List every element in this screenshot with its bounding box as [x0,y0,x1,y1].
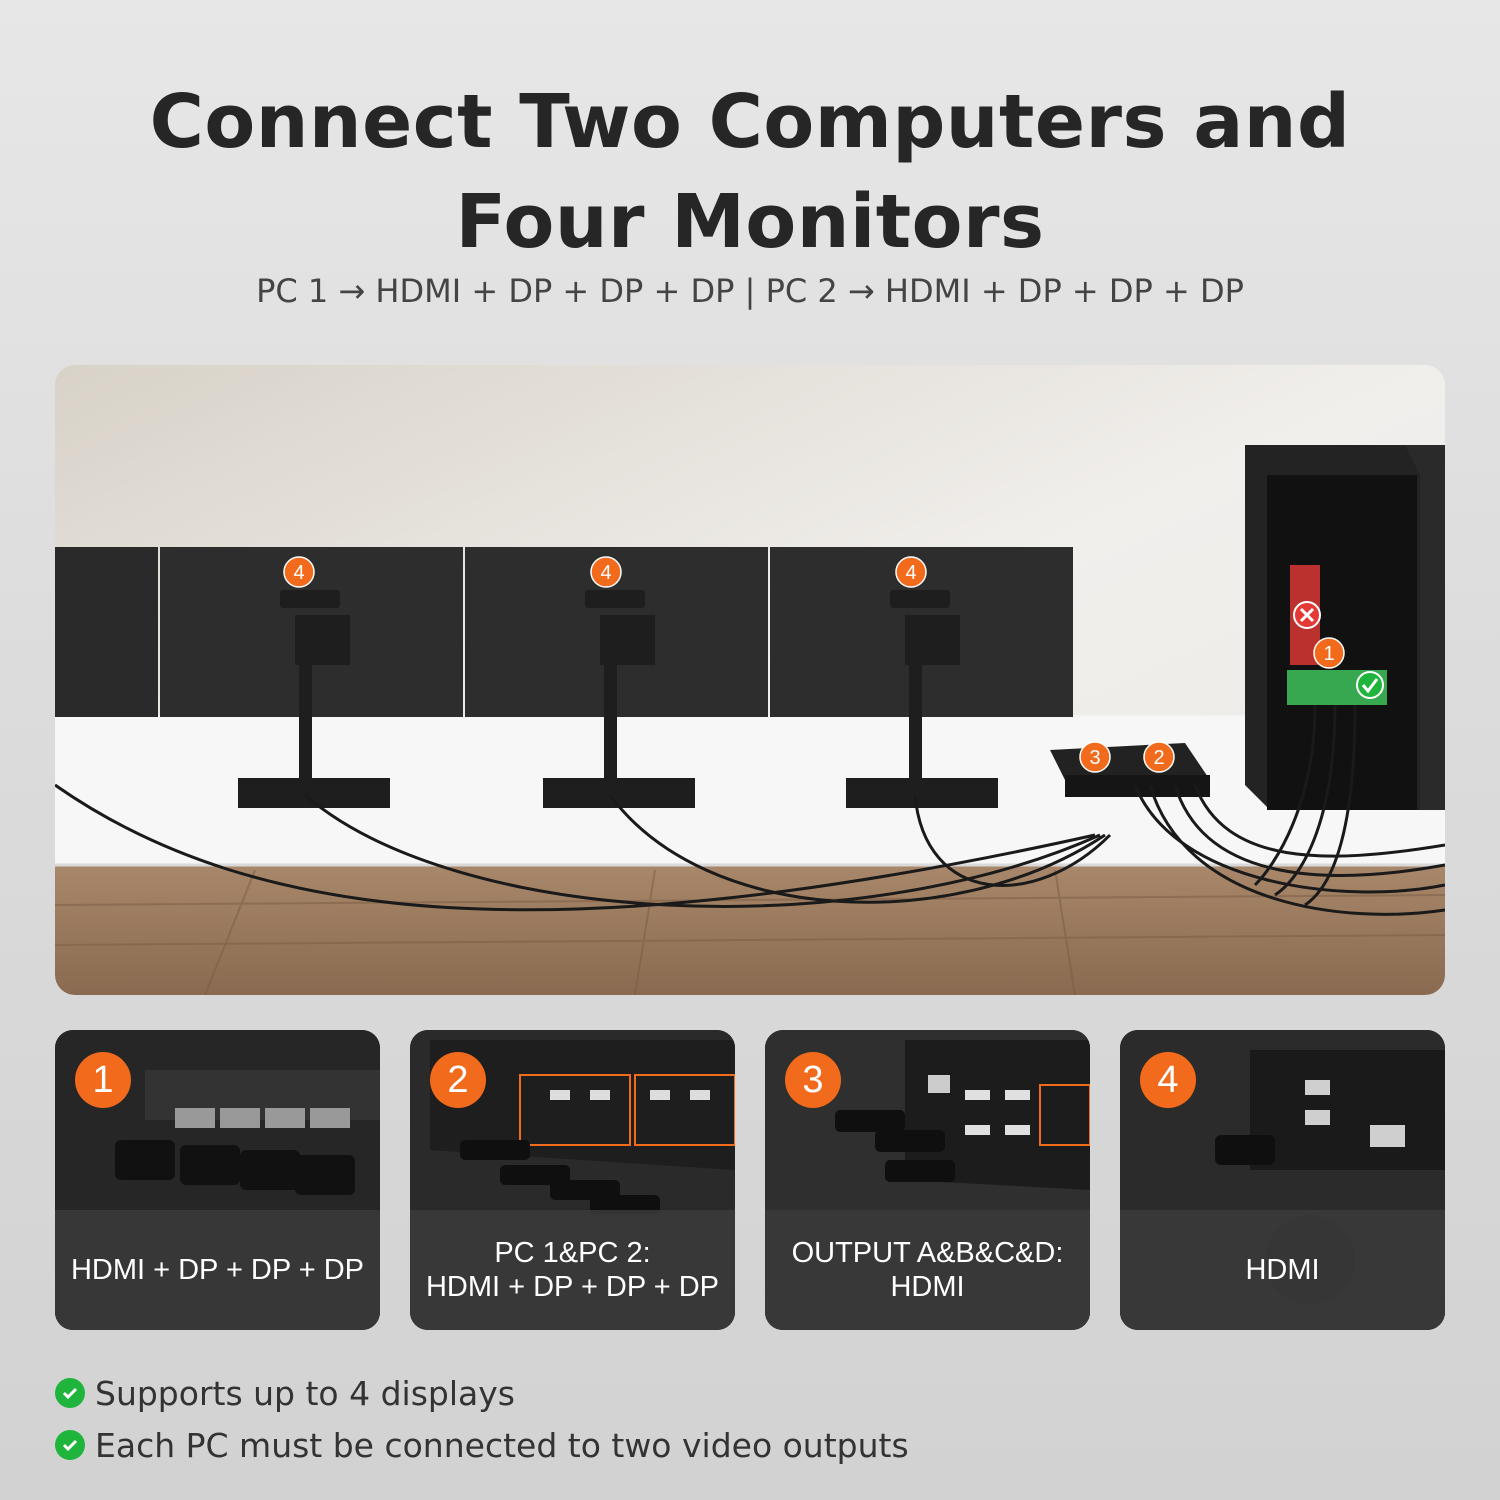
feature-item: Supports up to 4 displays [55,1368,909,1418]
title-line-2: Four Monitors [455,179,1045,265]
detail-card-3: 3 OUTPUT A&B&C&D: HDMI [765,1030,1090,1330]
card-3-caption: OUTPUT A&B&C&D: HDMI [765,1210,1090,1330]
hero-marker-1: 4 [293,562,304,584]
check-icon [55,1378,85,1408]
page-title: Connect Two Computers and Four Monitors [0,72,1500,272]
card-3-number: 3 [785,1052,841,1108]
page-subtitle: PC 1 → HDMI + DP + DP + DP | PC 2 → HDMI… [256,272,1244,310]
setup-photo: 4 4 4 3 2 1 [55,365,1445,995]
hero-marker-2: 4 [600,562,611,584]
check-icon [1356,671,1384,699]
hero-marker-4: 3 [1089,747,1100,769]
hero-marker-6: 1 [1323,643,1334,665]
monitor-array [55,547,1073,808]
feature-text: Each PC must be connected to two video o… [95,1425,909,1465]
feature-list: Supports up to 4 displays Each PC must b… [55,1368,909,1472]
card-2-number: 2 [430,1052,486,1108]
hero-marker-5: 2 [1153,747,1164,769]
title-line-1: Connect Two Computers and [149,79,1351,165]
pc-tower [1245,445,1445,810]
card-4-number: 4 [1140,1052,1196,1108]
detail-card-1: 1 HDMI + DP + DP + DP [55,1030,380,1330]
feature-item: Each PC must be connected to two video o… [55,1420,909,1470]
card-1-caption: HDMI + DP + DP + DP [55,1210,380,1330]
card-4-caption: HDMI [1120,1210,1445,1330]
detail-card-4: 4 HDMI [1120,1030,1445,1330]
card-2-caption: PC 1&PC 2: HDMI + DP + DP + DP [410,1210,735,1330]
check-icon [55,1430,85,1460]
hero-marker-3: 4 [905,562,916,584]
kvm-switch [1050,743,1210,797]
card-1-number: 1 [75,1052,131,1108]
cross-icon [1293,601,1321,629]
detail-card-2: 2 PC 1&PC 2: HDMI + DP + DP + DP [410,1030,735,1330]
feature-text: Supports up to 4 displays [95,1373,515,1413]
